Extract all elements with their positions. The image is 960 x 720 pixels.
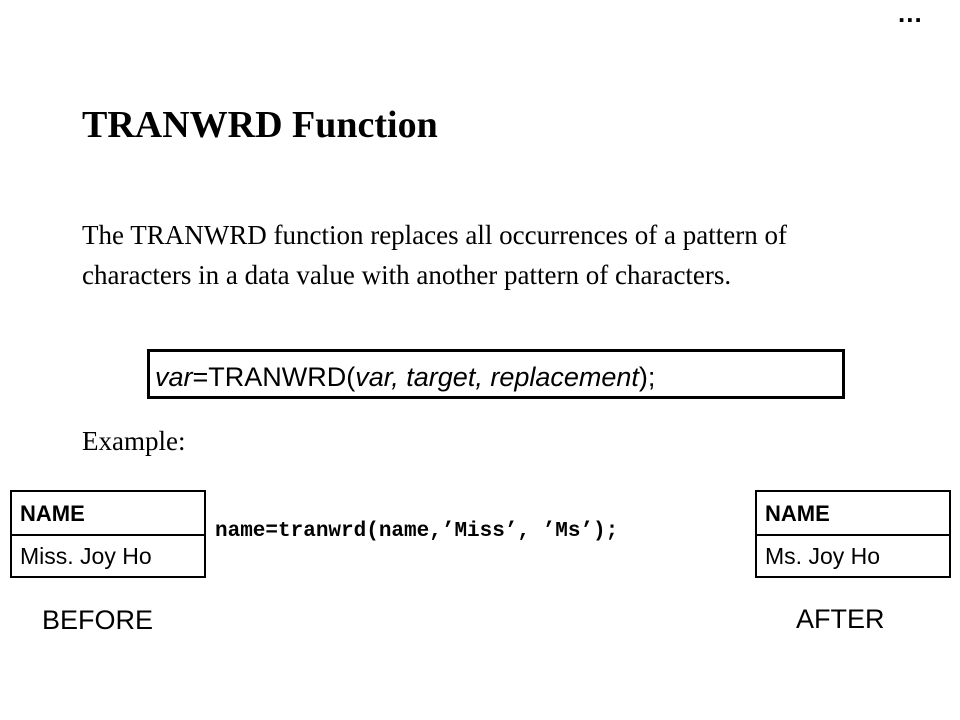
syntax-arguments: var, target, replacement: [355, 362, 639, 392]
before-caption: BEFORE: [42, 605, 154, 635]
syntax-close: );: [638, 362, 656, 392]
syntax-var: var: [155, 362, 193, 392]
slide-title: TRANWRD Function: [82, 104, 438, 146]
example-code: name=tranwrd(name,’Miss’, ’Ms’);: [215, 520, 619, 543]
after-caption: AFTER: [796, 604, 885, 634]
continuation-marker: ...: [898, 0, 923, 28]
syntax-box: var=TRANWRD(var, target, replacement);: [147, 349, 845, 399]
function-description: The TRANWRD function replaces all occurr…: [82, 220, 787, 290]
before-table: NAME Miss. Joy Ho: [10, 490, 206, 578]
example-label: Example:: [82, 426, 186, 456]
before-table-value: Miss. Joy Ho: [20, 543, 152, 569]
before-table-header: NAME: [12, 492, 204, 536]
after-table-value: Ms. Joy Ho: [765, 543, 881, 569]
syntax-function: =TRANWRD(: [192, 362, 356, 392]
after-table-header: NAME: [757, 492, 949, 536]
after-table: NAME Ms. Joy Ho: [755, 490, 951, 578]
